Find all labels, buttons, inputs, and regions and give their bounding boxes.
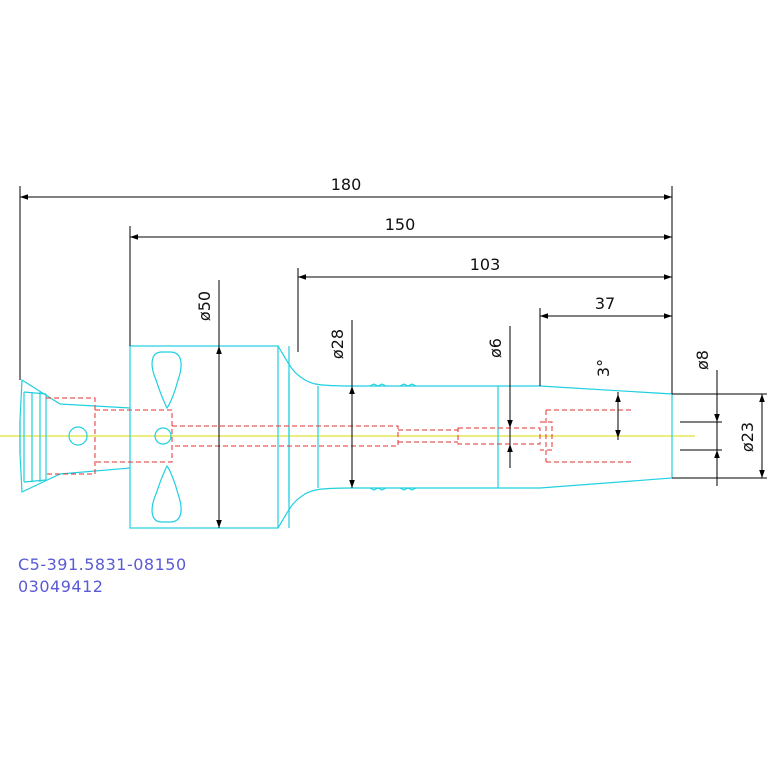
dim-dia8-text: ø8 — [693, 350, 712, 370]
flange-hole — [154, 427, 172, 445]
hidden-lines — [46, 397, 634, 475]
dim-dia28-text: ø28 — [328, 329, 347, 359]
tapered-tip — [498, 385, 673, 489]
dim-angle-text: 3° — [594, 359, 613, 377]
dim-dia50-text: ø50 — [195, 291, 214, 321]
shank-lower — [277, 487, 498, 529]
slot-top — [151, 351, 182, 410]
part-number-label: C5-391.5831-08150 — [18, 555, 187, 574]
serial-number-label: 03049412 — [18, 577, 104, 596]
dim-103-text: 103 — [470, 255, 501, 274]
dim-dia6-text: ø6 — [486, 338, 505, 358]
shank-upper — [277, 345, 498, 387]
dim-150-text: 150 — [385, 215, 416, 234]
flange — [129, 345, 279, 529]
part-outline — [19, 345, 673, 529]
slot-bottom — [151, 464, 182, 523]
coupling-hole — [68, 426, 88, 446]
dim-180-text: 180 — [331, 175, 362, 194]
dim-37-text: 37 — [595, 294, 615, 313]
dimension-lines — [19, 186, 767, 528]
dim-dia23-text: ø23 — [738, 422, 757, 452]
